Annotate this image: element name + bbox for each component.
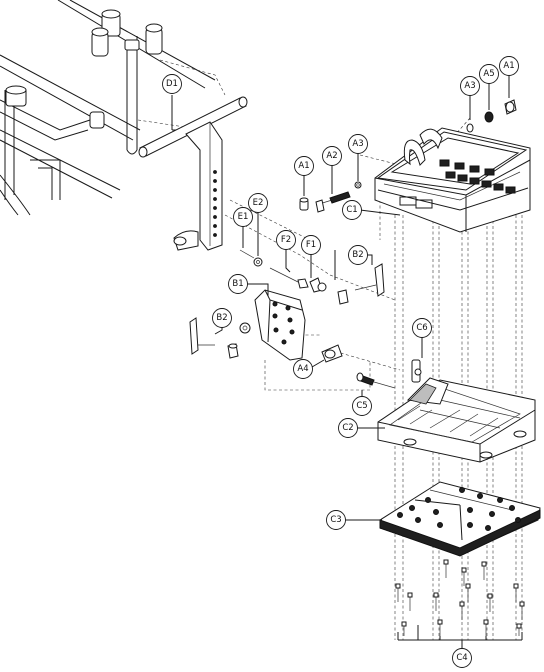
svg-text:A2: A2: [326, 151, 337, 161]
footplate-base-c2: [377, 359, 536, 463]
callout-d1: D1: [162, 74, 182, 94]
callout-c1: C1: [342, 200, 362, 220]
screws-c4: [395, 559, 525, 648]
hardware-a-mid: [299, 153, 362, 213]
hanger-bracket-d1: [138, 95, 248, 251]
callout-b2-top: B2: [348, 245, 368, 265]
callout-b1: B1: [228, 274, 248, 294]
b1-holes: [272, 301, 295, 345]
mount-plate-b1: [238, 283, 306, 361]
svg-text:D1: D1: [166, 79, 178, 89]
svg-text:E1: E1: [238, 212, 249, 222]
callout-c3: C3: [326, 510, 346, 530]
hardware-a-top: [466, 74, 517, 133]
svg-text:C4: C4: [456, 653, 467, 663]
callout-e2: E2: [248, 193, 268, 213]
callout-a5: A5: [479, 64, 499, 84]
base-slots: [397, 399, 527, 459]
svg-text:B1: B1: [232, 279, 243, 289]
leaders: [345, 209, 401, 521]
bottom-plate-screws: [397, 487, 521, 531]
wheelchair-frame: [0, 0, 226, 216]
svg-text:A4: A4: [297, 364, 308, 374]
callout-e1: E1: [233, 207, 253, 227]
a2-bolt-threads: [329, 191, 351, 204]
assembly-guides: [224, 117, 523, 640]
callout-a2: A2: [322, 146, 342, 166]
svg-text:A1: A1: [298, 161, 309, 171]
svg-text:C1: C1: [346, 205, 357, 215]
callout-b2: B2: [212, 308, 232, 328]
bracket-holes: [213, 170, 217, 237]
svg-text:F2: F2: [281, 235, 291, 245]
svg-text:A1: A1: [503, 61, 514, 71]
callout-a3: A3: [348, 134, 368, 154]
svg-text:A3: A3: [464, 81, 475, 91]
callout-c2: C2: [338, 418, 358, 438]
callout-a1: A1: [294, 156, 314, 176]
callout-a1-top: A1: [499, 56, 519, 76]
svg-text:B2: B2: [352, 250, 363, 260]
svg-text:C5: C5: [356, 401, 367, 411]
callout-f2: F2: [276, 230, 296, 250]
svg-text:A3: A3: [352, 139, 363, 149]
callout-f1: F1: [301, 235, 321, 255]
svg-text:F1: F1: [306, 240, 316, 250]
svg-text:C6: C6: [416, 323, 427, 333]
callout-a4: A4: [293, 359, 313, 379]
bottom-plate-c3: [379, 481, 541, 557]
footplate-top-c1: [374, 127, 531, 233]
svg-text:E2: E2: [253, 198, 264, 208]
hardware-b2: [189, 250, 423, 398]
callout-c6: C6: [412, 318, 432, 338]
callout-c5: C5: [352, 396, 372, 416]
footplate-grid: [439, 159, 516, 194]
svg-text:C2: C2: [342, 423, 353, 433]
svg-text:A5: A5: [483, 69, 494, 79]
svg-text:B2: B2: [216, 313, 227, 323]
svg-text:C3: C3: [330, 515, 341, 525]
callout-c4: C4: [452, 648, 472, 668]
callout-a3-top: A3: [460, 76, 480, 96]
